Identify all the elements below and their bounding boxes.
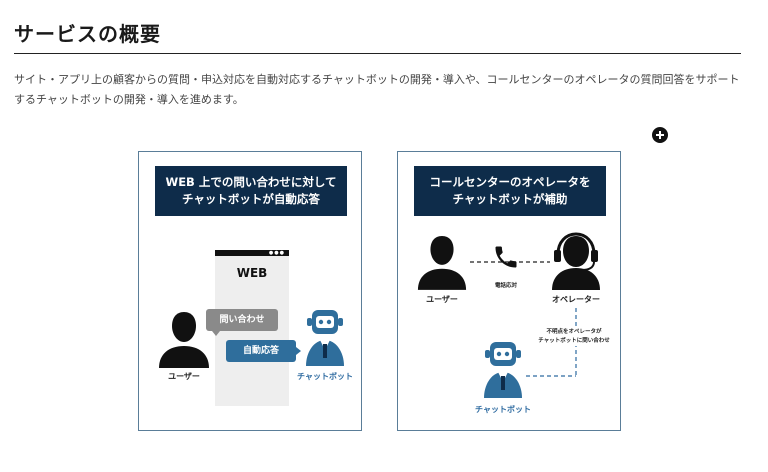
browser-titlebar	[215, 250, 289, 256]
user-icon	[417, 236, 467, 290]
card1-user-label: ユーザー	[168, 372, 200, 381]
card1-banner-line1: WEB 上での問い合わせに対して	[165, 175, 337, 189]
support-note-line1: 不明点をオペレータが	[546, 329, 602, 335]
card2-user-label: ユーザー	[426, 295, 458, 304]
page-title: サービスの概要	[14, 22, 161, 46]
phone-label: 電話応対	[494, 283, 517, 289]
expand-button[interactable]	[652, 127, 668, 143]
robot-icon	[306, 310, 344, 366]
operator-label: オペレーター	[552, 295, 600, 304]
card2-banner-line2: チャットボットが補助	[452, 192, 568, 206]
plus-icon	[656, 131, 664, 139]
browser-dots-icon: ●●●	[268, 250, 285, 256]
section-description: サイト・アプリ上の顧客からの質問・申込対応を自動対応するチャットボットの開発・導…	[14, 73, 740, 106]
phone-icon	[495, 246, 517, 268]
support-note-line2: チャットボットに問い合わせ	[538, 338, 610, 344]
robot-icon	[484, 342, 522, 398]
card2-banner-line1: コールセンターのオペレータを	[429, 175, 591, 189]
card2-banner: コールセンターのオペレータを チャットボットが補助	[414, 166, 606, 216]
web-label: WEB	[236, 266, 268, 280]
user-icon	[159, 312, 209, 368]
operator-icon	[552, 232, 600, 290]
web-chatbot-card: WEB 上での問い合わせに対して チャットボットが自動応答 ●●● WEB ユー…	[138, 151, 362, 431]
connection-line	[470, 261, 550, 263]
auto-reply-bubble: 自動応答	[226, 340, 301, 362]
support-connection-line	[526, 308, 577, 377]
card1-bot-label: チャットボット	[297, 372, 353, 381]
support-note: 不明点をオペレータが チャットボットに問い合わせ	[532, 328, 616, 346]
callcenter-chatbot-card: コールセンターのオペレータを チャットボットが補助 ユーザー 電話応対 オペレー…	[397, 151, 621, 431]
card1-banner-line2: チャットボットが自動応答	[182, 192, 320, 206]
card1-banner: WEB 上での問い合わせに対して チャットボットが自動応答	[155, 166, 347, 216]
card2-bot-label: チャットボット	[475, 405, 531, 414]
inquiry-bubble: 問い合わせ	[206, 309, 278, 336]
title-divider	[14, 53, 741, 54]
